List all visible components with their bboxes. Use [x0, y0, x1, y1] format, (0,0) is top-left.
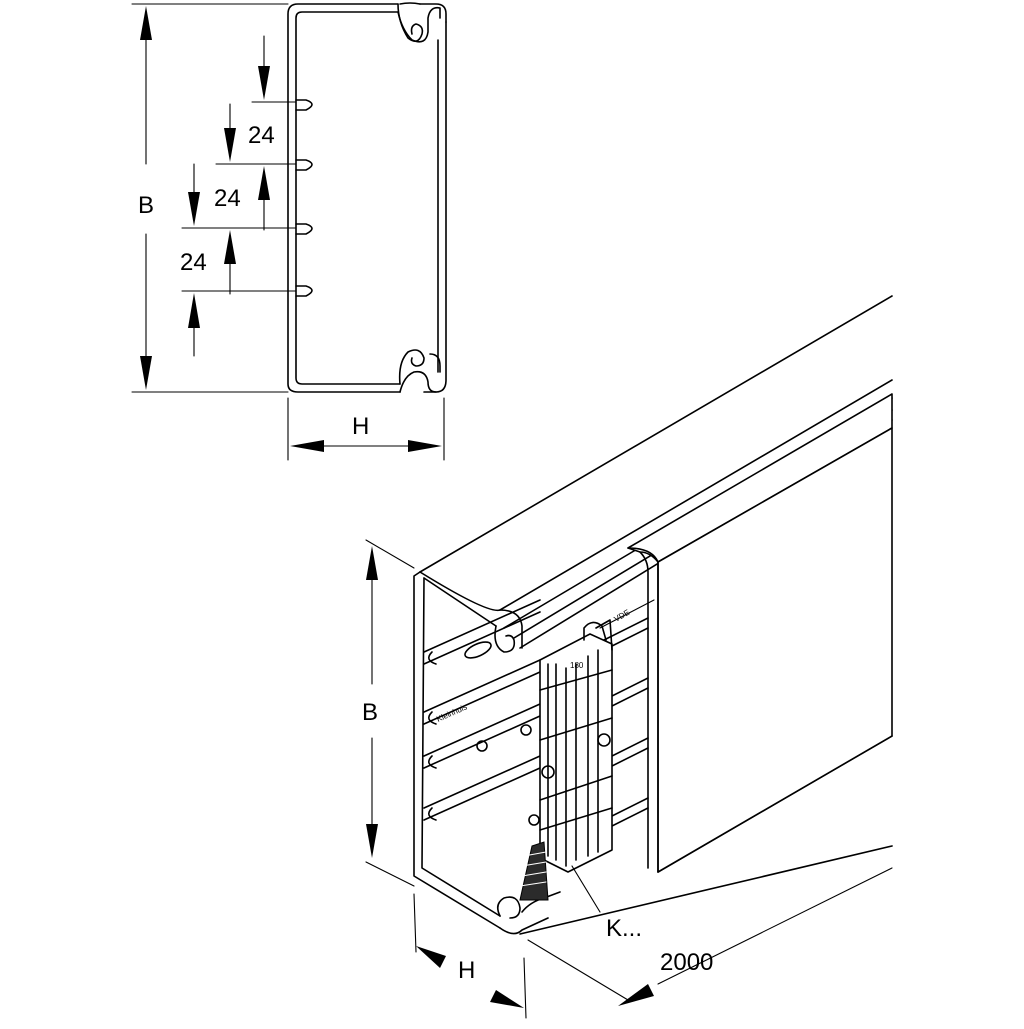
rib-spacing-label-3: 24 — [180, 249, 207, 276]
cross-section-profile — [287, 2, 447, 393]
cross-section-height-dimension: H — [287, 397, 445, 461]
length-label: 2000 — [660, 949, 713, 976]
rib-spacing-dimensions: 24 24 24 — [180, 35, 297, 357]
perspective-width-label: B — [362, 699, 378, 726]
profile-ribs — [295, 99, 313, 297]
device-carrier: 180 — [519, 619, 613, 901]
vde-stamp: VDE — [613, 608, 632, 624]
rib-spacing-label-1: 24 — [248, 122, 275, 149]
cross-section-height-label: H — [352, 413, 369, 440]
perspective-duct: Kleinhuis VDE — [413, 295, 893, 935]
cross-section-width-label: B — [138, 192, 154, 219]
perspective-width-dimension: B — [362, 539, 415, 887]
length-dimension: 2000 — [527, 867, 893, 1006]
perspective-height-dimension: H — [413, 893, 527, 1019]
perspective-height-label: H — [458, 957, 475, 984]
part-label: K... — [606, 915, 642, 942]
part-callout: K... — [571, 865, 642, 942]
rib-spacing-label-2: 24 — [214, 185, 241, 212]
carrier-code: 180 — [570, 661, 584, 670]
cross-section-width-dimension: B — [131, 3, 289, 393]
